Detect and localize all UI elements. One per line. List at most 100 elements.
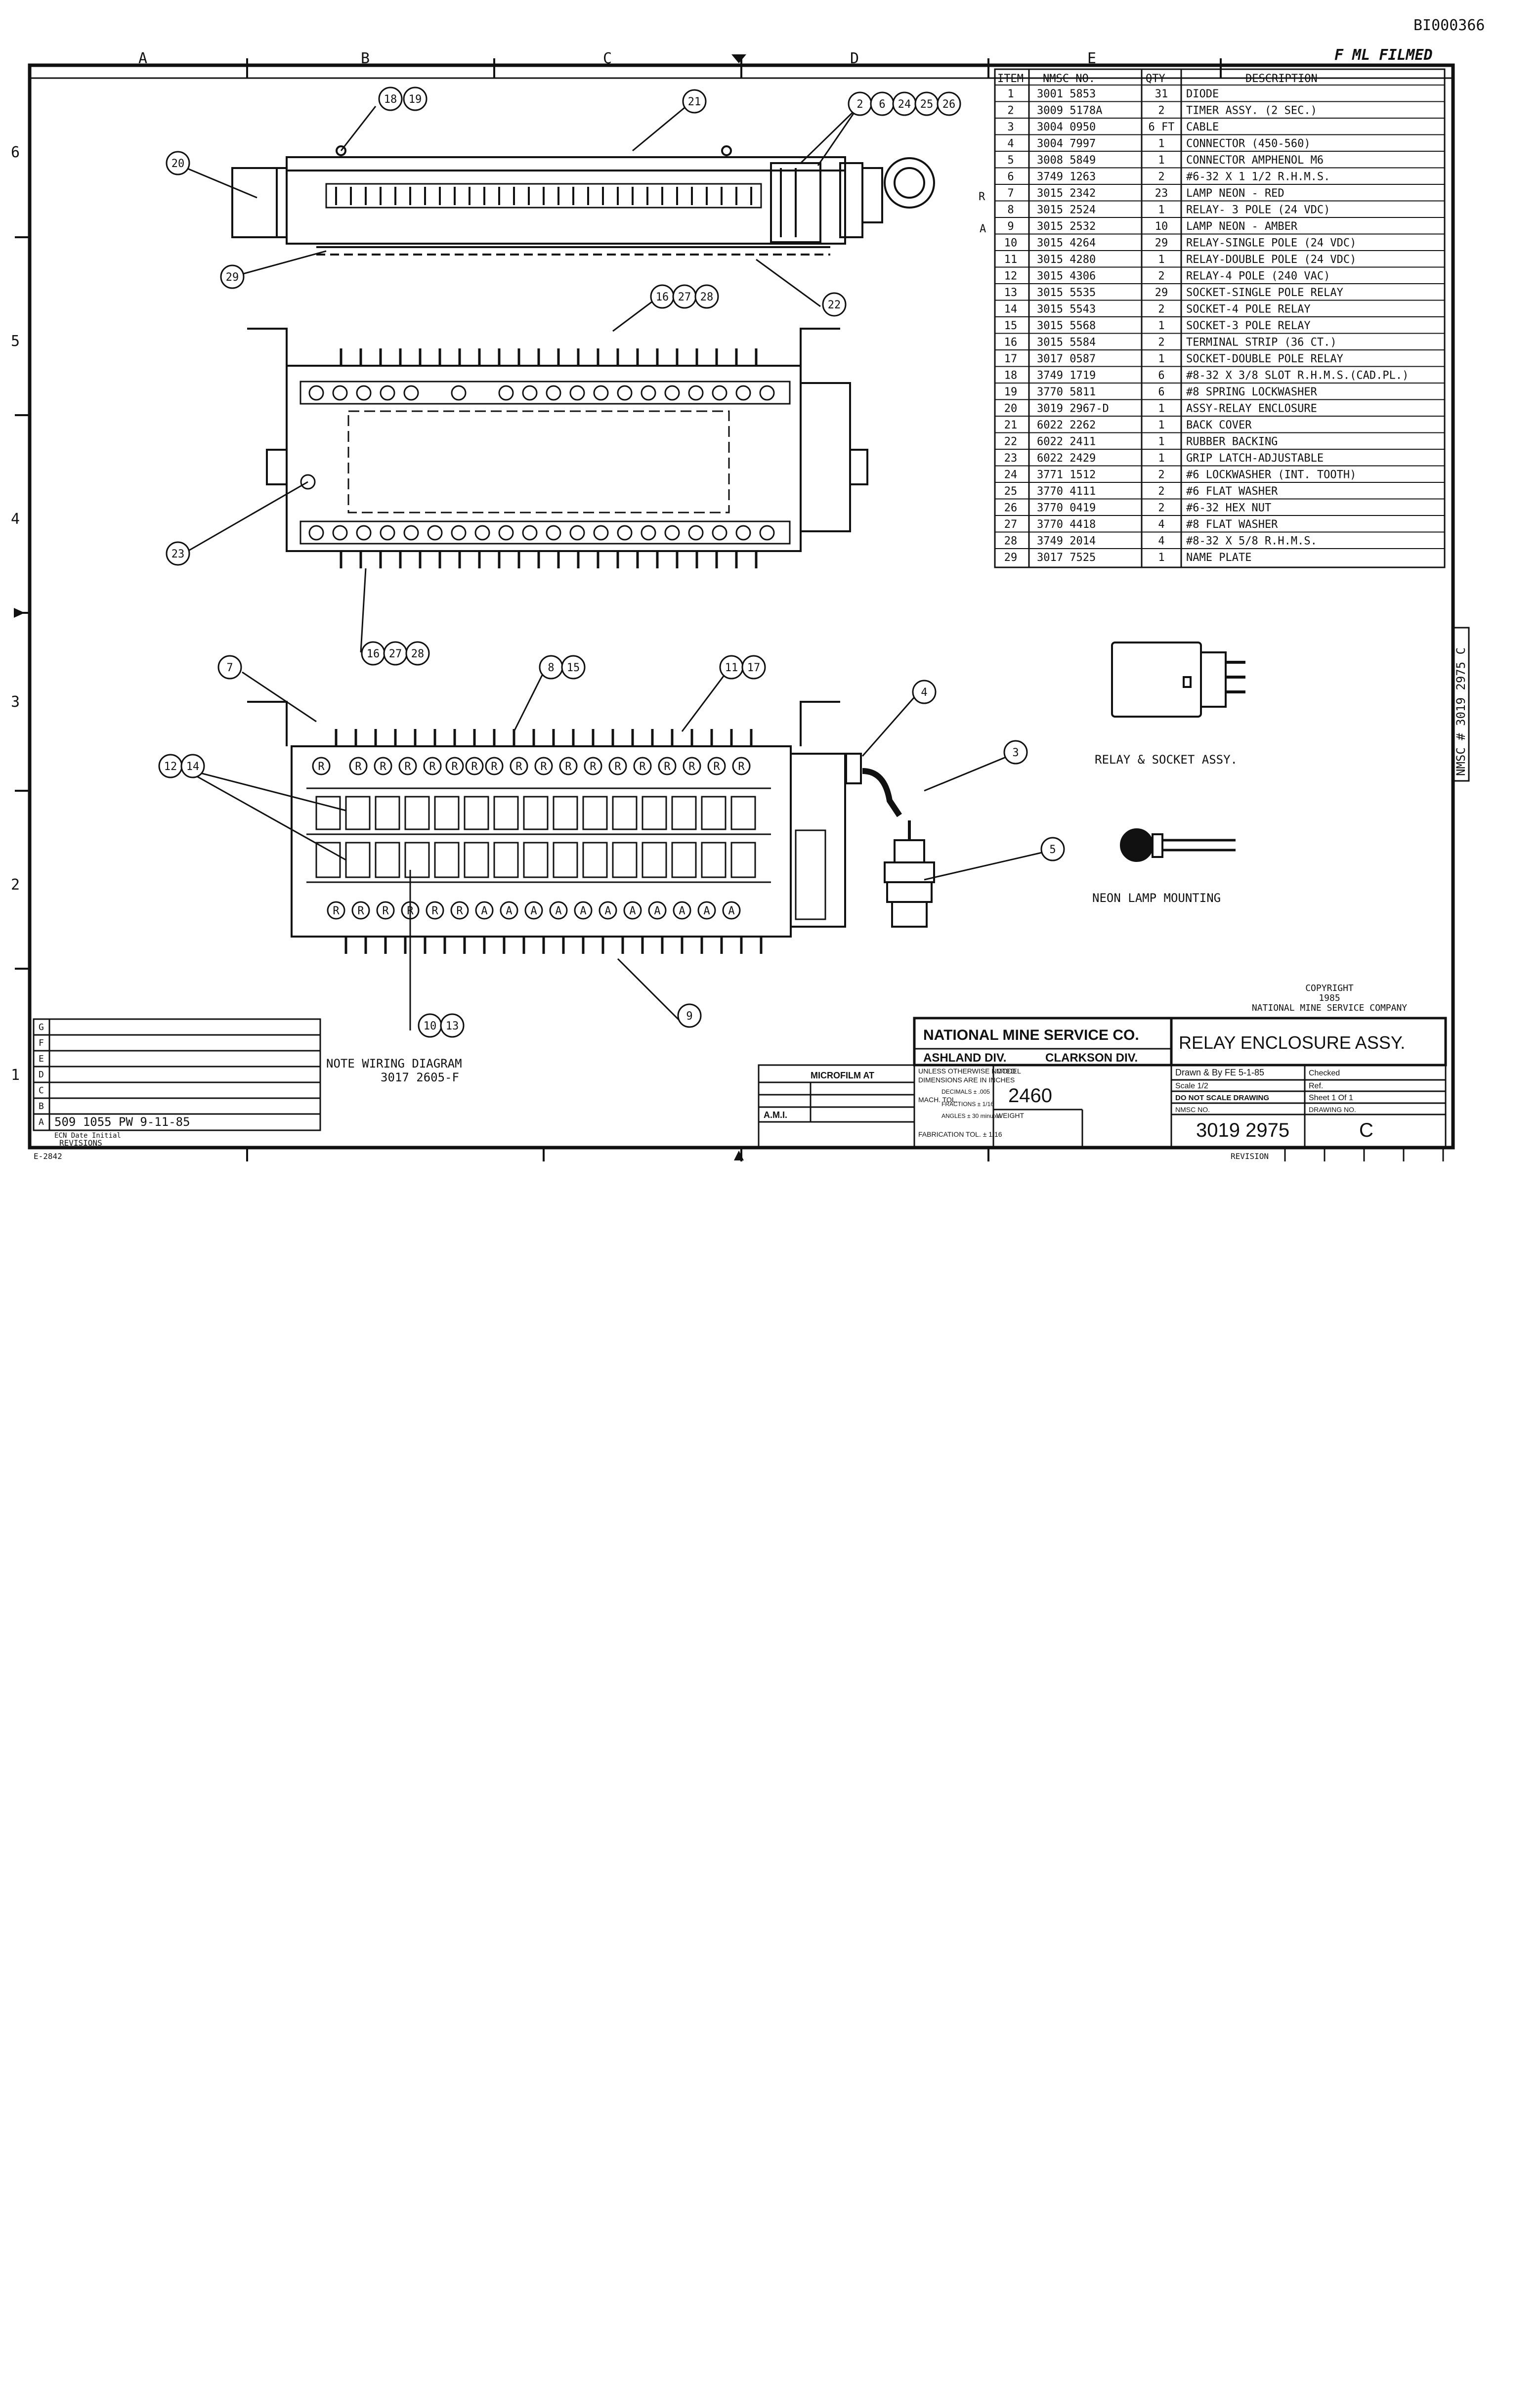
division-a: ASHLAND DIV. bbox=[923, 1051, 1006, 1065]
bom-item: 21 bbox=[1004, 419, 1018, 431]
bom-description: NAME PLATE bbox=[1186, 552, 1251, 564]
bom-item: 23 bbox=[1004, 452, 1018, 465]
bom-qty: 2 bbox=[1158, 485, 1164, 498]
zone-label-c: C bbox=[603, 50, 612, 67]
bom-qty: 1 bbox=[1158, 419, 1164, 431]
callout-13: 13 bbox=[446, 1020, 459, 1032]
callout-21: 21 bbox=[688, 96, 701, 108]
bom-header-item: ITEM bbox=[997, 73, 1024, 85]
bom-nmsc-no: 3015 4306 bbox=[1037, 270, 1096, 283]
relay-enclosure-drawing: A B C D E 6 5 4 3 2 1 bbox=[11, 50, 1470, 1161]
bom-qty: 1 bbox=[1158, 204, 1164, 216]
bom-header-nmsc: NMSC NO. bbox=[1043, 73, 1095, 85]
mach-tol: MACH. TOL. bbox=[918, 1096, 958, 1104]
bom-nmsc-no: 6022 2262 bbox=[1037, 419, 1096, 431]
bom-description: CABLE bbox=[1186, 121, 1219, 133]
bom-item: 29 bbox=[1004, 552, 1018, 564]
bom-margin-a: A bbox=[980, 223, 986, 235]
bom-item: 6 bbox=[1007, 171, 1014, 183]
bom-nmsc-no: 3015 4264 bbox=[1037, 237, 1096, 250]
bom-nmsc-no: 3749 2014 bbox=[1037, 535, 1096, 548]
callout-28: 28 bbox=[700, 291, 714, 303]
scale-value: Scale 1/2 bbox=[1175, 1082, 1208, 1090]
lamp-letter: R bbox=[429, 761, 436, 773]
filmed-stamp: F ML FILMED bbox=[1334, 46, 1433, 64]
bom-description: #8 FLAT WASHER bbox=[1186, 518, 1278, 531]
bom-qty: 1 bbox=[1158, 320, 1164, 332]
revisions-title: REVISIONS bbox=[59, 1138, 102, 1148]
division-b: CLARKSON DIV. bbox=[1045, 1051, 1138, 1065]
callout-15: 15 bbox=[567, 662, 580, 674]
bom-description: #6 FLAT WASHER bbox=[1186, 485, 1278, 498]
bom-item: 9 bbox=[1007, 220, 1014, 233]
bom-description: DIODE bbox=[1186, 88, 1219, 100]
callout-12: 12 bbox=[164, 761, 177, 773]
checked-label: Checked bbox=[1309, 1069, 1340, 1077]
lamp-letter: A bbox=[604, 905, 611, 917]
bom-item: 3 bbox=[1007, 121, 1014, 133]
decimals-tol: DECIMALS ± .005 bbox=[941, 1088, 990, 1095]
bom-item: 16 bbox=[1004, 337, 1018, 349]
bom-nmsc-no: 3770 4111 bbox=[1037, 485, 1096, 498]
bom-qty: 6 FT bbox=[1149, 121, 1175, 133]
drawing-title: RELAY ENCLOSURE ASSY. bbox=[1179, 1032, 1405, 1053]
callout-balloons bbox=[158, 86, 1065, 1038]
callout-27: 27 bbox=[678, 291, 691, 303]
zone-label-b: B bbox=[361, 50, 370, 67]
bom-description: RELAY-4 POLE (240 VAC) bbox=[1186, 270, 1330, 283]
bom-item: 20 bbox=[1004, 403, 1018, 415]
fractions-tol: FRACTIONS ± 1/16 bbox=[941, 1101, 994, 1108]
bom-qty: 6 bbox=[1158, 370, 1164, 382]
bom-qty: 2 bbox=[1158, 270, 1164, 283]
callout-16: 16 bbox=[656, 291, 669, 303]
lamp-letter: A bbox=[555, 905, 561, 917]
callout-3: 3 bbox=[1012, 747, 1019, 759]
bom-qty: 1 bbox=[1158, 154, 1164, 167]
lamp-letter: R bbox=[688, 761, 695, 773]
drawing-rev: C bbox=[1359, 1119, 1373, 1141]
bom-qty: 29 bbox=[1155, 237, 1168, 250]
bom-item: 10 bbox=[1004, 237, 1018, 250]
bom-item: 4 bbox=[1007, 138, 1014, 150]
bom-nmsc-no: 3749 1263 bbox=[1037, 171, 1096, 183]
callout-29: 29 bbox=[226, 271, 239, 284]
bom-nmsc-no: 3015 2524 bbox=[1037, 204, 1096, 216]
bom-nmsc-no: 3009 5178A bbox=[1037, 105, 1102, 117]
bom-qty: 1 bbox=[1158, 353, 1164, 365]
lamp-letter: R bbox=[713, 761, 720, 773]
bom-header: ITEM NMSC NO. QTY DESCRIPTION bbox=[997, 73, 1318, 85]
bom-nmsc-no: 3019 2967-D bbox=[1037, 403, 1109, 415]
bom-qty: 1 bbox=[1158, 138, 1164, 150]
callout-22: 22 bbox=[828, 299, 841, 311]
callout-6: 6 bbox=[879, 98, 885, 111]
bom-nmsc-no: 3770 4418 bbox=[1037, 518, 1096, 531]
top-enclosure-view bbox=[231, 145, 935, 256]
callout-23: 23 bbox=[171, 548, 185, 560]
bom-nmsc-no: 3015 5535 bbox=[1037, 287, 1096, 299]
bom-description: SOCKET-SINGLE POLE RELAY bbox=[1186, 287, 1343, 299]
lamp-row-top bbox=[312, 757, 751, 775]
bom-qty: 2 bbox=[1158, 502, 1164, 514]
bom-nmsc-no: 6022 2429 bbox=[1037, 452, 1096, 465]
bom-item: 26 bbox=[1004, 502, 1018, 514]
bom-qty: 2 bbox=[1158, 171, 1164, 183]
bom-header-qty: QTY bbox=[1146, 73, 1165, 85]
copyright-line-3: NATIONAL MINE SERVICE COMPANY bbox=[1252, 1003, 1407, 1013]
bom-qty: 1 bbox=[1158, 436, 1164, 448]
bom-item: 24 bbox=[1004, 469, 1018, 481]
lamp-letter: A bbox=[703, 905, 710, 917]
lamp-row-bottom bbox=[327, 901, 741, 920]
neon-lamp-caption: NEON LAMP MOUNTING bbox=[1092, 891, 1221, 905]
lamp-letter: A bbox=[654, 905, 660, 917]
neon-lamp-detail bbox=[1120, 828, 1236, 862]
rev-letter: F bbox=[39, 1038, 44, 1048]
callout-2: 2 bbox=[856, 98, 863, 111]
bom-nmsc-no: 6022 2411 bbox=[1037, 436, 1096, 448]
lamp-letter: A bbox=[481, 905, 487, 917]
unless-noted: UNLESS OTHERWISE NOTED bbox=[918, 1067, 1016, 1075]
rev-letter: C bbox=[39, 1085, 44, 1096]
bom-description: TIMER ASSY. (2 SEC.) bbox=[1186, 105, 1317, 117]
lamp-letter: R bbox=[614, 761, 621, 773]
bom-item: 5 bbox=[1007, 154, 1014, 167]
